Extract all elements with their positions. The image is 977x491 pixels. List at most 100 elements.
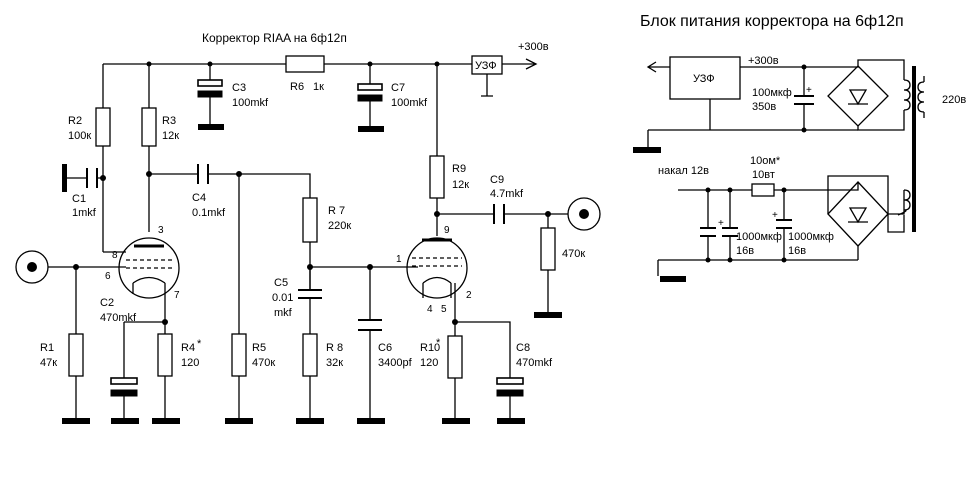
svg-text:C6: C6 xyxy=(378,342,392,354)
svg-text:120: 120 xyxy=(181,357,199,369)
svg-text:9: 9 xyxy=(444,225,450,236)
psu-heater-label: накал 12в xyxy=(658,165,709,177)
resistor-r7: R 7 220к xyxy=(302,197,351,290)
svg-text:УЗФ: УЗФ xyxy=(693,73,715,85)
svg-text:120: 120 xyxy=(420,357,438,369)
resistor-r3: R3 12к xyxy=(141,64,179,232)
svg-text:R2: R2 xyxy=(68,115,82,127)
tube-2: 9 1 4 5 2 xyxy=(396,225,472,322)
svg-text:2: 2 xyxy=(466,290,472,301)
resistor-r2: R2 100к xyxy=(68,64,111,252)
svg-text:R 7: R 7 xyxy=(328,205,345,217)
svg-text:C9: C9 xyxy=(490,174,504,186)
svg-text:0.1mkf: 0.1mkf xyxy=(192,207,226,219)
psu-cap-main: + 100мкф 350в xyxy=(752,67,814,130)
output-jack xyxy=(567,197,601,231)
psu-cap-1000-2: + 1000мкф 16в xyxy=(772,190,834,260)
capacitor-c1: C1 1mkf xyxy=(62,164,103,219)
svg-text:100mkf: 100mkf xyxy=(232,97,269,109)
svg-text:1к: 1к xyxy=(313,81,324,93)
svg-text:R10: R10 xyxy=(420,342,440,354)
input-jack xyxy=(15,250,126,284)
svg-text:УЗФ: УЗФ xyxy=(475,60,497,72)
svg-text:C7: C7 xyxy=(391,82,405,94)
svg-text:100к: 100к xyxy=(68,130,91,142)
svg-text:mkf: mkf xyxy=(274,307,293,319)
svg-text:470к: 470к xyxy=(252,357,275,369)
svg-text:16в: 16в xyxy=(788,245,806,257)
svg-text:C5: C5 xyxy=(274,277,288,289)
capacitor-c2: C2 470mkf xyxy=(100,297,165,424)
svg-text:3400pf: 3400pf xyxy=(378,357,413,369)
svg-text:5: 5 xyxy=(441,304,447,315)
svg-text:10ом*: 10ом* xyxy=(750,155,781,167)
psu-title: Блок питания корректора на 6ф12п xyxy=(640,13,904,30)
svg-text:*: * xyxy=(436,337,441,349)
svg-text:1: 1 xyxy=(396,254,402,265)
capacitor-c6: C6 3400pf xyxy=(357,267,413,424)
resistor-r5: R5 470к xyxy=(225,174,275,424)
svg-text:470mkf: 470mkf xyxy=(516,357,553,369)
capacitor-c3: C3 100mkf xyxy=(197,64,269,130)
svg-text:10вт: 10вт xyxy=(752,169,775,181)
svg-text:C4: C4 xyxy=(192,192,206,204)
svg-text:8: 8 xyxy=(112,250,118,261)
svg-text:100мкф: 100мкф xyxy=(752,87,792,99)
svg-text:220к: 220к xyxy=(328,220,351,232)
svg-text:R1: R1 xyxy=(40,342,54,354)
svg-text:C8: C8 xyxy=(516,342,530,354)
svg-text:16в: 16в xyxy=(736,245,754,257)
svg-text:R5: R5 xyxy=(252,342,266,354)
svg-text:32к: 32к xyxy=(326,357,343,369)
psu-out-arrow-icon xyxy=(646,61,670,73)
svg-text:3: 3 xyxy=(158,225,164,236)
svg-text:R4: R4 xyxy=(181,342,195,354)
bridge-rectifier-1 xyxy=(827,65,889,127)
svg-text:R 8: R 8 xyxy=(326,342,343,354)
uzf-box: УЗФ xyxy=(471,55,503,97)
psu-cap-1000-1: + 1000мкф 16в xyxy=(718,190,782,260)
supply-label: +300в xyxy=(518,41,549,53)
svg-text:C2: C2 xyxy=(100,297,114,309)
resistor-r1: R1 47к xyxy=(40,267,90,424)
svg-text:47к: 47к xyxy=(40,357,57,369)
capacitor-c5: C5 0.01 mkf xyxy=(272,267,324,424)
svg-text:1mkf: 1mkf xyxy=(72,207,97,219)
resistor-r9: R9 12к xyxy=(429,64,469,236)
svg-text:12к: 12к xyxy=(452,179,469,191)
svg-text:470к: 470к xyxy=(562,248,585,260)
svg-text:1000мкф: 1000мкф xyxy=(788,231,834,243)
psu-plus300: +300в xyxy=(748,55,779,67)
transformer: 220в xyxy=(897,66,966,232)
svg-text:+: + xyxy=(718,218,724,229)
svg-text:4.7mkf: 4.7mkf xyxy=(490,188,524,200)
svg-text:7: 7 xyxy=(174,290,180,301)
resistor-r6: R6 1к xyxy=(285,55,325,93)
svg-text:350в: 350в xyxy=(752,101,776,113)
svg-text:6: 6 xyxy=(105,271,111,282)
svg-text:R6: R6 xyxy=(290,81,304,93)
capacitor-c8: C8 470mkf xyxy=(455,321,553,424)
svg-text:0.01: 0.01 xyxy=(272,292,293,304)
resistor-r4: R4 * 120 xyxy=(152,322,202,424)
capacitor-c4: C4 0.1mkf xyxy=(149,164,311,219)
svg-text:12к: 12к xyxy=(162,130,179,142)
svg-text:C1: C1 xyxy=(72,193,86,205)
resistor-r8: R 8 32к xyxy=(326,342,343,369)
psu-res-10ohm: 10ом* 10вт xyxy=(750,155,781,197)
phono-title: Корректор RIAA на 6ф12п xyxy=(202,31,347,45)
psu-uzf-box: УЗФ xyxy=(669,56,741,100)
svg-text:R3: R3 xyxy=(162,115,176,127)
svg-text:+: + xyxy=(806,85,812,96)
tube-1: 3 8 6 7 xyxy=(103,225,180,322)
capacitor-c7: C7 100mkf xyxy=(357,64,428,132)
svg-text:R9: R9 xyxy=(452,163,466,175)
capacitor-c9: C9 4.7mkf xyxy=(434,174,568,224)
resistor-r10: R10 * 120 xyxy=(420,319,470,424)
resistor-rout: 470к xyxy=(534,214,585,318)
svg-text:*: * xyxy=(197,338,202,350)
svg-text:C3: C3 xyxy=(232,82,246,94)
svg-text:100mkf: 100mkf xyxy=(391,97,428,109)
svg-text:1000мкф: 1000мкф xyxy=(736,231,782,243)
